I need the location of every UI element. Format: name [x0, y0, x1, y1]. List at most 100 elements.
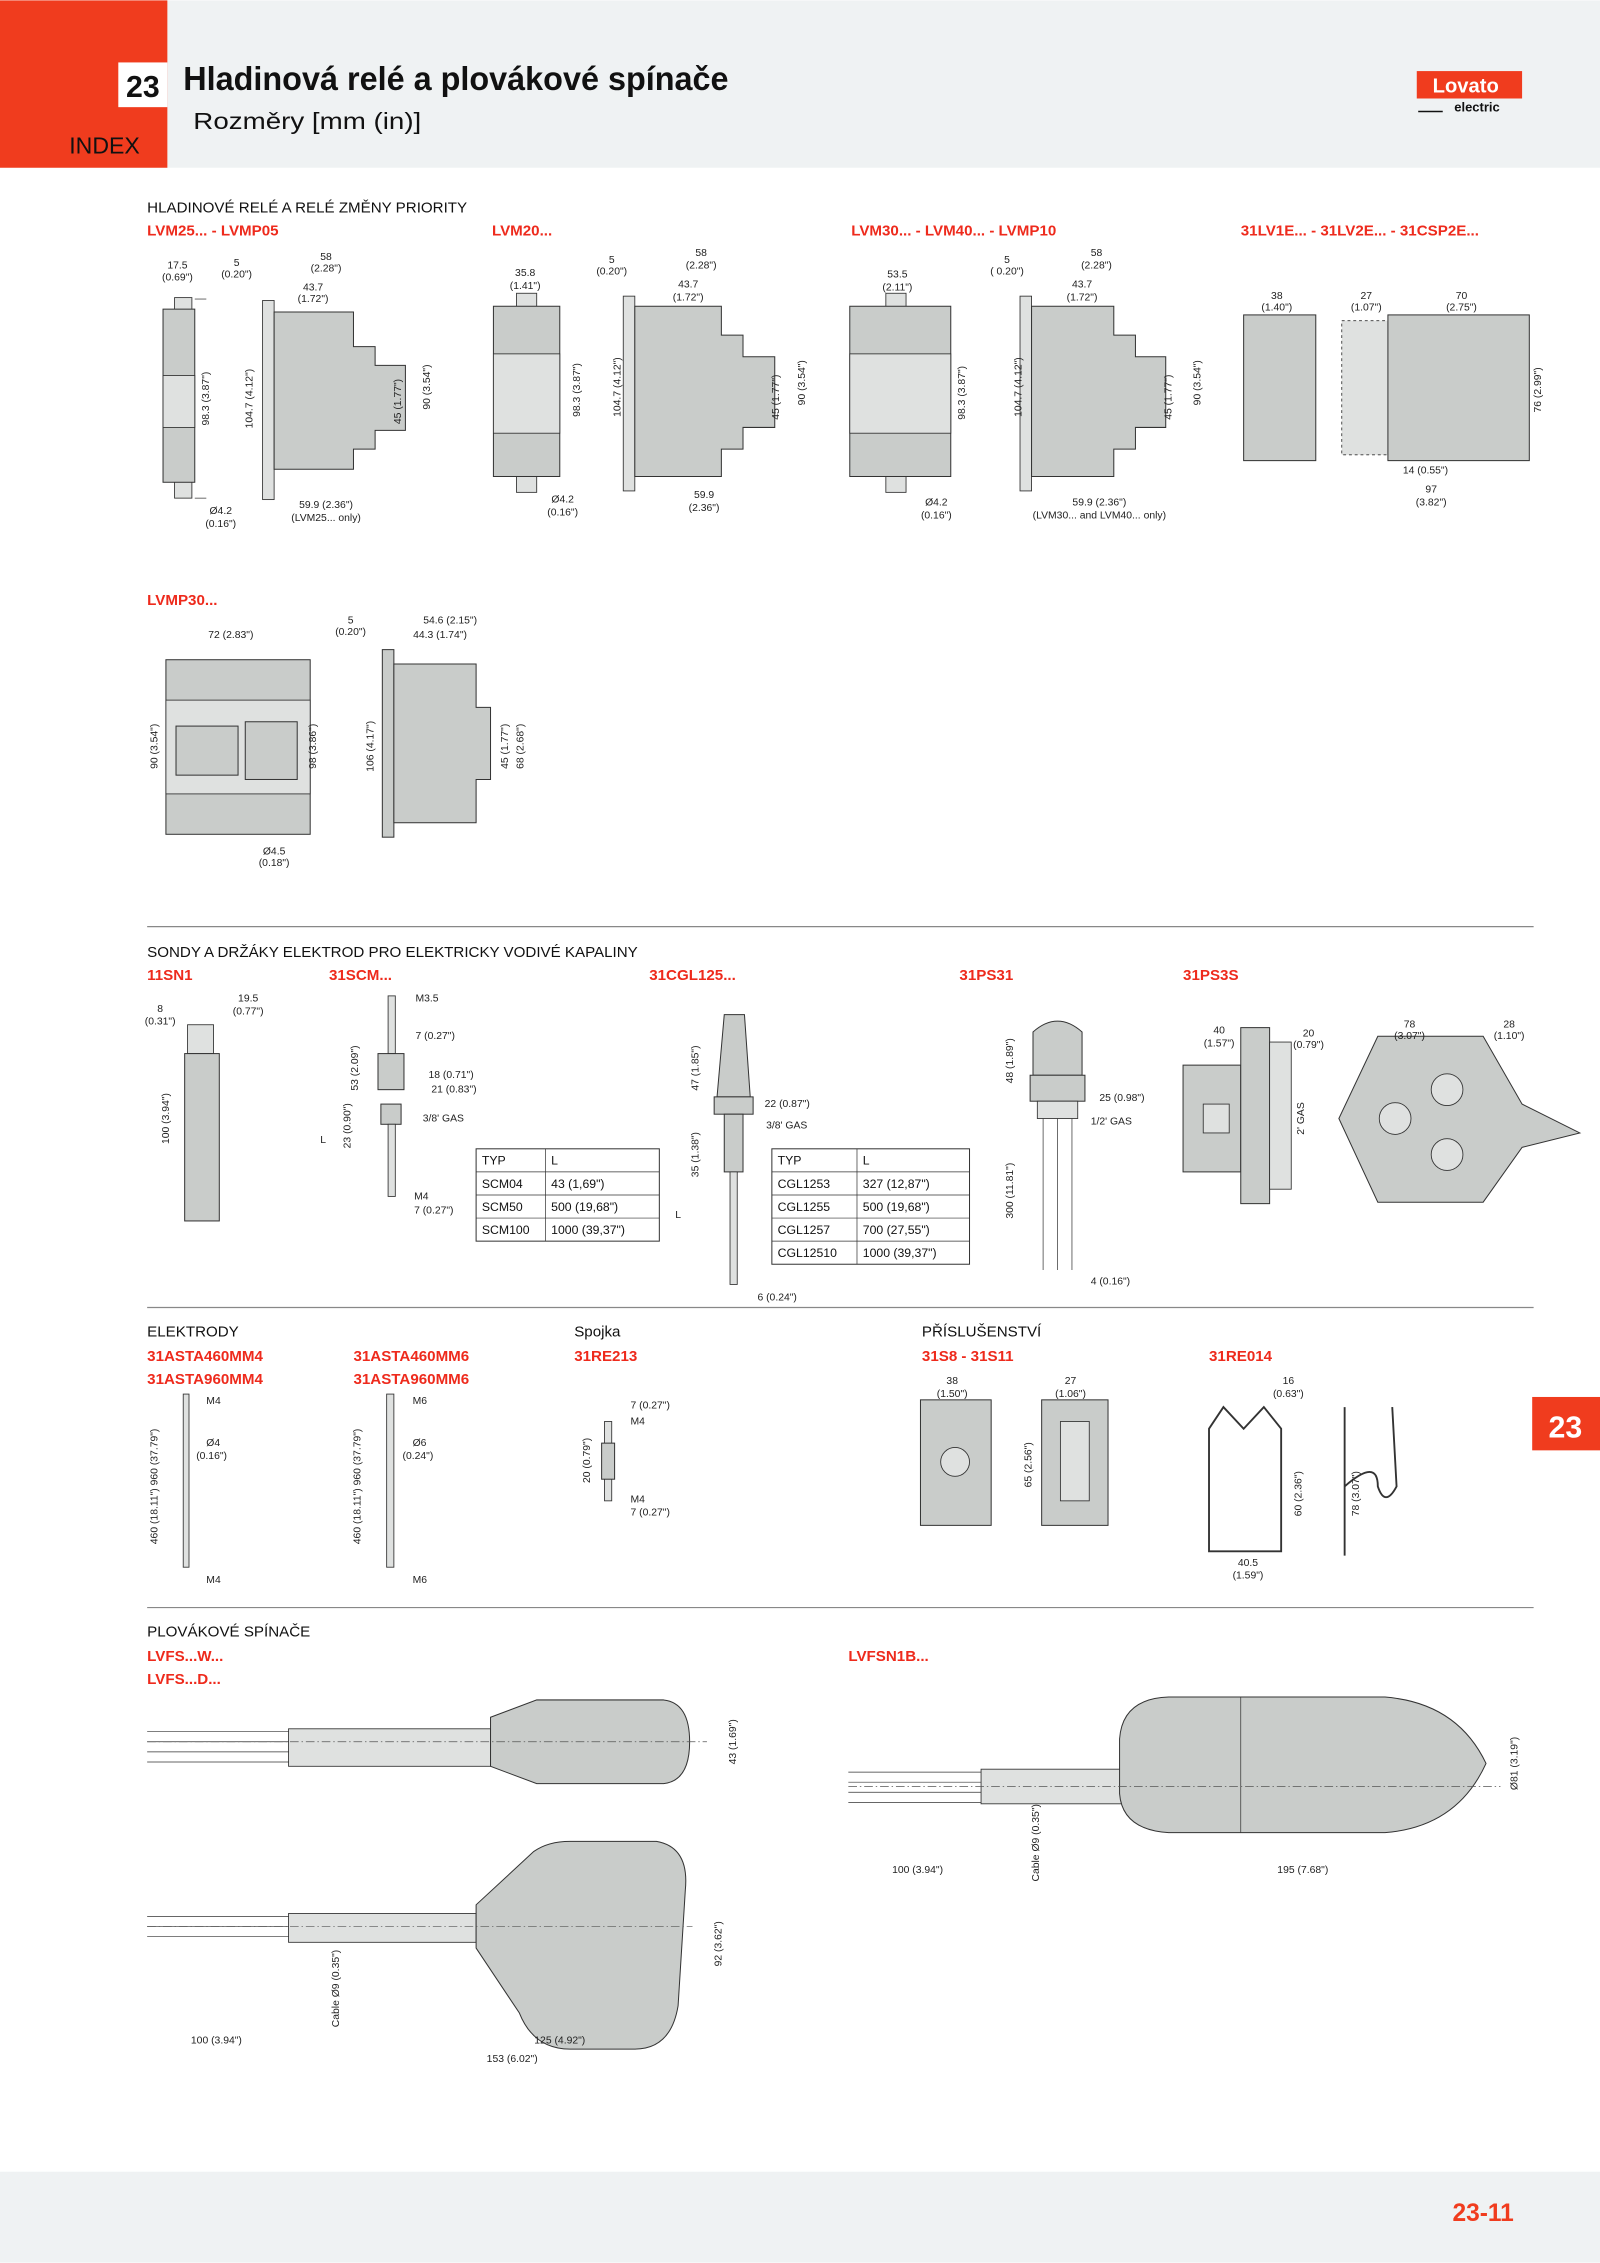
dimension-label: 58 [695, 248, 707, 259]
dimension-label: 48 (1.89") [1005, 1038, 1016, 1083]
dimension-label: (0.20") [596, 267, 627, 278]
dimension-label: 38 [1271, 291, 1283, 302]
31re213-drawing: 7 (0.27") M4 20 (0.79") M4 7 (0.27") [582, 1401, 670, 1519]
dimension-label: (1.07") [1351, 303, 1382, 314]
dimension-label: (2.11") [882, 282, 912, 293]
drawing-shape [184, 1053, 220, 1222]
dimension-label: 90 (3.54") [422, 364, 433, 409]
drawing-shape [713, 1096, 754, 1115]
dimension-label: SCM100 [482, 1223, 530, 1237]
dimension-label: (1.72") [298, 294, 329, 305]
dimension-label: TYP [482, 1154, 506, 1168]
drawing-shape [387, 1123, 396, 1197]
dimension-label: (0.63") [1273, 1389, 1304, 1400]
index-link[interactable]: INDEX [69, 132, 140, 158]
drawing-shape [1202, 1103, 1230, 1134]
dimension-label: 14 (0.55") [1403, 466, 1448, 477]
drawing-shape [1343, 1407, 1398, 1556]
dimension-label: M6 [413, 1575, 428, 1586]
footer-band [0, 2171, 1600, 2263]
page-title: Hladinová relé a plovákové spínače [183, 61, 728, 98]
dimension-label: 43 (1.69") [728, 1719, 739, 1764]
dimension-label: 97 [1425, 484, 1437, 495]
dimension-label: 44.3 (1.74") [413, 630, 467, 641]
drawing-shape [1031, 305, 1167, 478]
dimension-label: 460 (18.11") 960 (37.79") [149, 1429, 160, 1545]
dimension-label: 98.3 (3.87") [572, 363, 583, 417]
dimension-label: Ø81 (3.19") [1510, 1737, 1521, 1790]
drawing-shape [1243, 314, 1317, 462]
drawing-shape [393, 663, 492, 824]
dimension-label: M3.5 [416, 994, 439, 1005]
drawing-shape [1032, 1020, 1083, 1076]
dimension-label: Ø6 [413, 1438, 427, 1449]
dimension-label: 98.3 (3.87") [201, 372, 212, 426]
dimension-label: ( 0.20") [990, 267, 1024, 278]
drawing-shape [1029, 1074, 1086, 1102]
31scm-drawing: M3.5 53 (2.09") 7 (0.27") 18 (0.71") 21 … [320, 994, 476, 1217]
dimension-label: 35 (1.38") [690, 1132, 701, 1177]
drawing-shape [174, 480, 193, 499]
product-label: 31CGL125... [649, 967, 736, 984]
dimension-label: (3.82") [1416, 497, 1447, 508]
lvfs-d-drawing: 92 (3.62") Cable Ø9 (0.35") 100 (3.94") … [147, 1840, 724, 2065]
product-label: 31ASTA960MM4 [147, 1371, 263, 1388]
dimension-label: 90 (3.54") [1192, 360, 1203, 405]
product-label: 31ASTA460MM6 [353, 1348, 469, 1365]
dimension-label: (0.79") [1293, 1040, 1324, 1051]
dimension-label: 27 [1065, 1376, 1077, 1387]
dimension-label: 43.7 [678, 279, 698, 290]
dimension-label: 18 (0.71") [428, 1070, 473, 1081]
dimension-label: 40 [1213, 1025, 1225, 1036]
dimension-label: 72 (2.83") [208, 630, 253, 641]
dimension-label: 23 (0.90") [343, 1103, 354, 1148]
product-label: 31PS31 [959, 967, 1013, 984]
drawing-shape [716, 1014, 751, 1098]
dimension-label: 5 [348, 616, 354, 627]
dimension-label: 27 [1361, 291, 1373, 302]
chapter-box [118, 62, 168, 108]
header-band [0, 0, 1600, 168]
dimension-label: 125 (4.92") [534, 2035, 585, 2046]
dimension-label: (2.75") [1446, 303, 1477, 314]
dimension-label: L [863, 1154, 870, 1168]
dimension-label: (1.59") [1233, 1571, 1264, 1582]
dimension-label: (1.50") [937, 1389, 968, 1400]
drawing-shape [516, 474, 538, 493]
dimension-label: L [551, 1154, 558, 1168]
drawing-shape [1338, 1035, 1582, 1203]
dimension-label: (0.31") [145, 1017, 176, 1028]
product-label: 11SN1 [147, 967, 192, 984]
dimension-label: M4 [414, 1191, 429, 1202]
drawing-shape [771, 1148, 971, 1265]
31ps31-drawing: 48 (1.89") 25 (0.98") 1/2' GAS 300 (11.8… [1005, 1020, 1145, 1287]
dimension-label: 8 [157, 1004, 163, 1015]
drawing-shape [175, 725, 239, 776]
dimension-label: 327 (12,87") [863, 1177, 930, 1191]
drawing-shape [849, 353, 952, 434]
product-label: LVM30... - LVM40... - LVMP10 [851, 223, 1056, 240]
drawing-shape [1341, 320, 1393, 456]
dimension-label: (0.16") [547, 507, 578, 518]
chapter-side-tab[interactable] [1532, 1396, 1600, 1451]
drawing-shape [182, 1393, 190, 1568]
dimension-label: 3/8' GAS [423, 1113, 464, 1124]
dimension-label: 4 (0.16") [1091, 1276, 1130, 1287]
dimension-label: (1.06") [1055, 1389, 1086, 1400]
dimension-label: CGL1255 [778, 1200, 831, 1214]
dimension-label: L [675, 1210, 681, 1221]
lvfsn1b-drawing: Ø81 (3.19") Cable Ø9 (0.35") 100 (3.94")… [848, 1696, 1521, 1882]
product-label: LVM25... - LVMP05 [147, 223, 278, 240]
dimension-label: 38 [946, 1376, 958, 1387]
section-heading: Spojka [574, 1323, 621, 1340]
dimension-label: SCM50 [482, 1200, 523, 1214]
dimension-label: 700 (27,55") [863, 1223, 930, 1237]
dimension-label: 500 (19,68") [551, 1200, 618, 1214]
drawing-shape [492, 353, 561, 434]
dimension-label: Ø4.5 [263, 846, 286, 857]
dimension-label: 5 [609, 255, 615, 266]
drawing-shape [162, 375, 196, 428]
dimension-label: (1.72") [673, 292, 704, 303]
drawing-shape [729, 1171, 738, 1285]
